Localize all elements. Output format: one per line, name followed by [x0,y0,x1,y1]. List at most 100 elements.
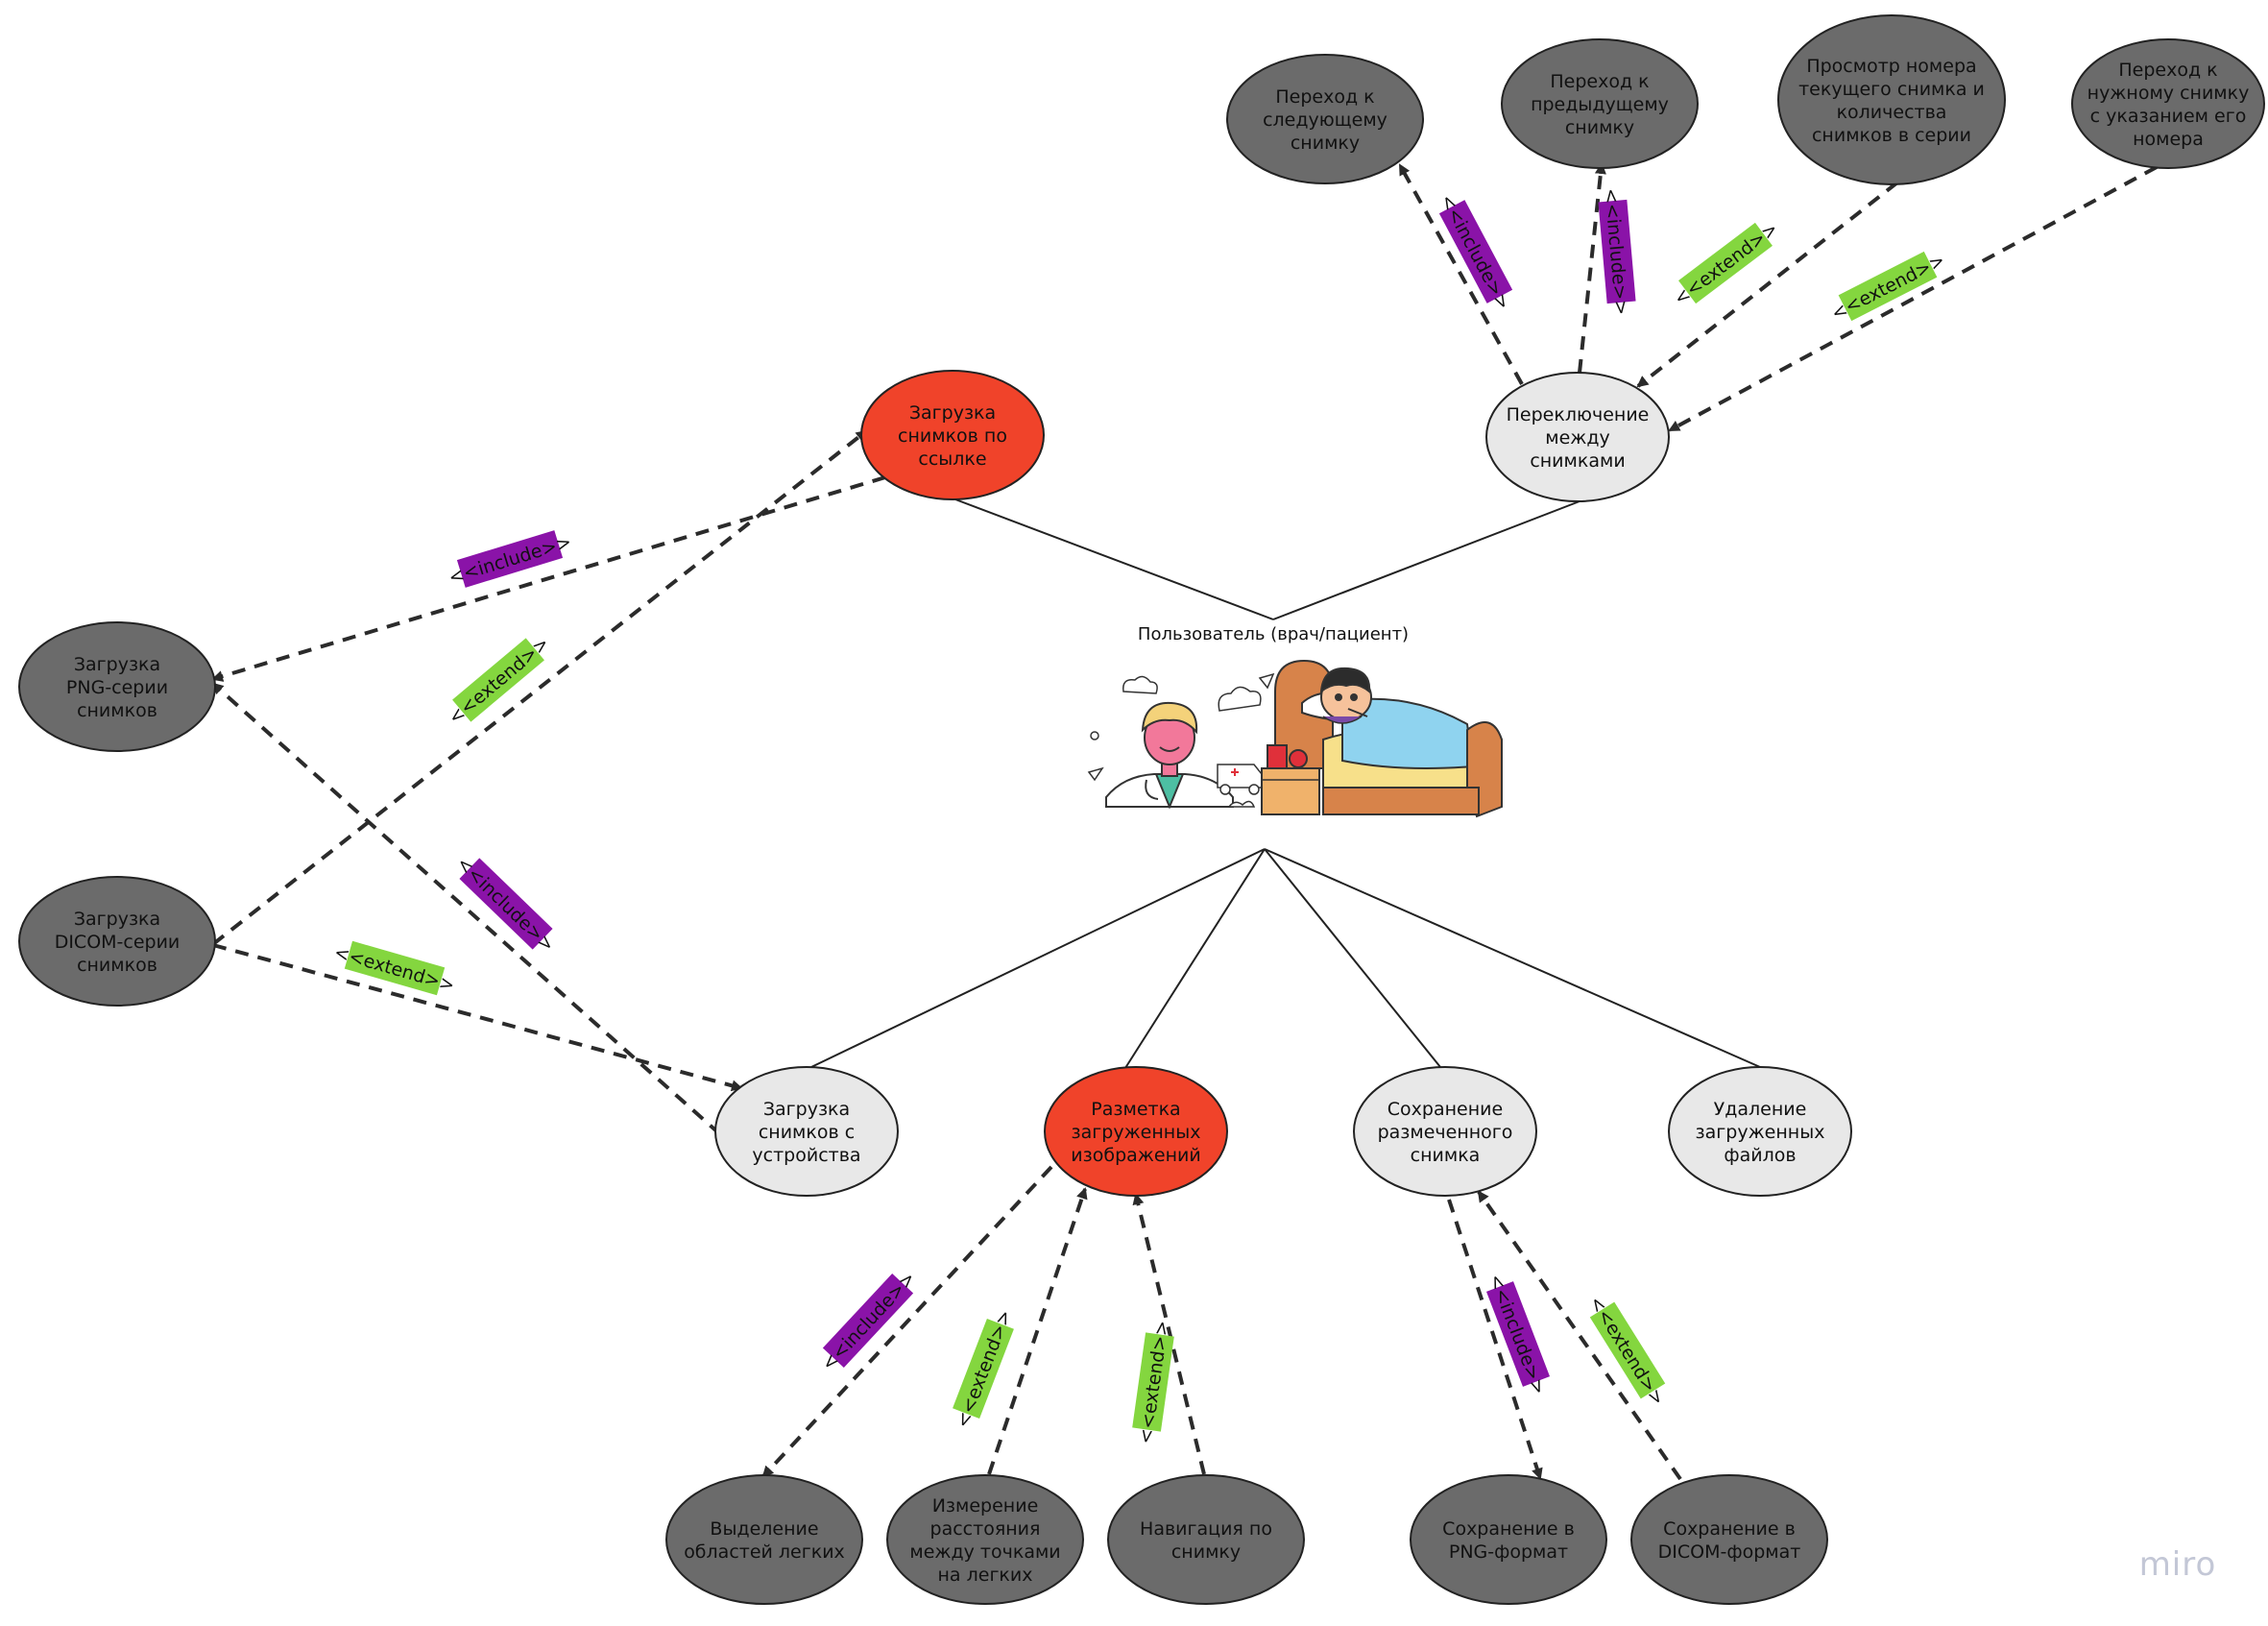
use-case-label-line: DICOM-серии [55,932,181,953]
use-case-label-line: снимков с [759,1122,855,1143]
use-case-label-line: устройства [752,1145,860,1166]
include-tag-background [822,1274,914,1368]
include-tag-background [1486,1281,1550,1387]
include-arrow-load-from-device-to-png-series [211,682,722,1136]
use-case-label-line: снимками [1530,450,1625,472]
use-case-ellipse [1630,1474,1828,1605]
association-line-switch-images [1272,500,1580,620]
association-line-load-from-device [810,848,1266,1068]
association-line-load-by-link [954,498,1274,620]
use-case-label-line: снимков [77,700,157,721]
use-case-label-line: номера [2133,129,2204,150]
include-tag-background [459,858,553,950]
use-case-label-line: Измерение [932,1495,1039,1517]
use-case-label-line: загруженных [1072,1122,1201,1143]
actor[interactable]: Пользователь (врач/пациент) [1087,624,1503,818]
use-case-label-line: Переход к [1550,71,1649,92]
extend-tag: <<extend>> [1585,1293,1669,1410]
extend-arrow-dicom-series-to-load-by-link [211,429,868,946]
use-case-label-line: Удаление [1714,1099,1807,1120]
extend-tag-background [1589,1301,1666,1399]
use-case-ellipse [714,1066,899,1197]
use-case-label-line: Загрузка [74,909,160,930]
use-case-label-line: текущего снимка и [1798,79,1985,100]
use-case-label-line: Загрузка [74,654,160,675]
stereotype-tags: <<include>> <<include>> <<extend>> <<extend… [331,187,1948,1445]
include-arrow-save-marked-to-save-png [1447,1199,1543,1480]
use-case-label-line: Переход к [2118,60,2217,81]
use-case-label-line: Переход к [1275,86,1374,108]
association-line-markup-images [1124,848,1266,1069]
extend-arrow-navigate-image-to-markup-images [1132,1193,1206,1475]
extend-tag-background [1678,222,1773,304]
extend-tag-label: <<extend>> [445,633,553,729]
use-case-ellipse [1777,14,2006,185]
use-case-label-line: расстояния [930,1518,1041,1540]
include-arrow-switch-images-to-prev-image [1578,162,1606,374]
use-case-label-line: Навигация по [1140,1518,1272,1540]
use-case-label-line: нужному снимку [2087,83,2250,104]
use-case-label-line: снимков [77,955,157,976]
use-case-label-line: размеченного [1378,1122,1513,1143]
use-case-label-line: Разметка [1091,1099,1180,1120]
use-case-ellipse [2071,38,2265,169]
use-case-label-line: ссылке [918,449,986,470]
extend-tag: <<extend>> [952,1307,1016,1431]
extend-arrow-dicom-series-to-load-from-device [212,943,743,1092]
use-case-ellipse [1044,1066,1228,1197]
use-case-label-line: Загрузка [909,402,996,424]
use-case-label-line: снимку [1565,117,1634,138]
association-line-delete-files [1264,848,1761,1068]
use-case-label-line: между [1545,427,1610,449]
include-tag-label: <<include>> [817,1268,919,1375]
extend-tag-background [1132,1332,1174,1432]
use-case-label-line: следующему [1263,109,1387,131]
include-tag-background [1438,200,1513,303]
use-case-label-line: PNG-серии [66,677,168,698]
extend-arrow-goto-image-to-switch-images [1668,165,2158,432]
use-case-ellipse [665,1474,863,1605]
use-case-label-line: Сохранение в [1442,1518,1575,1540]
use-case-label-line: Загрузка [763,1099,850,1120]
extend-tag-background [344,940,446,996]
use-case-ellipse [1107,1474,1305,1605]
use-case-label-line: снимков по [898,425,1007,447]
use-case-ellipse [886,1474,1084,1605]
doctor-illustration [1087,672,1275,810]
use-case-label-line: снимков в серии [1812,125,1971,146]
use-case-label-line: Сохранение в [1663,1518,1796,1540]
use-case-ellipse [1501,38,1699,169]
use-case-ellipse [18,621,216,752]
include-tag: <<include>> [446,530,574,589]
extend-arrow-save-dicom-to-save-marked [1477,1190,1682,1481]
extend-arrow-view-number-to-switch-images [1636,181,1899,388]
miro-logo: miro [2139,1545,2217,1584]
use-case-label-line: областей легких [684,1541,845,1563]
use-case-ellipse [860,370,1045,500]
extend-tag: <<extend>> [445,633,553,729]
use-case-label-line: с указанием его [2090,106,2247,127]
use-case-label-line: PNG-формат [1449,1541,1568,1563]
use-case-label-line: Выделение [710,1518,818,1540]
association-lines [810,498,1761,1069]
extend-tag-background [452,638,544,722]
